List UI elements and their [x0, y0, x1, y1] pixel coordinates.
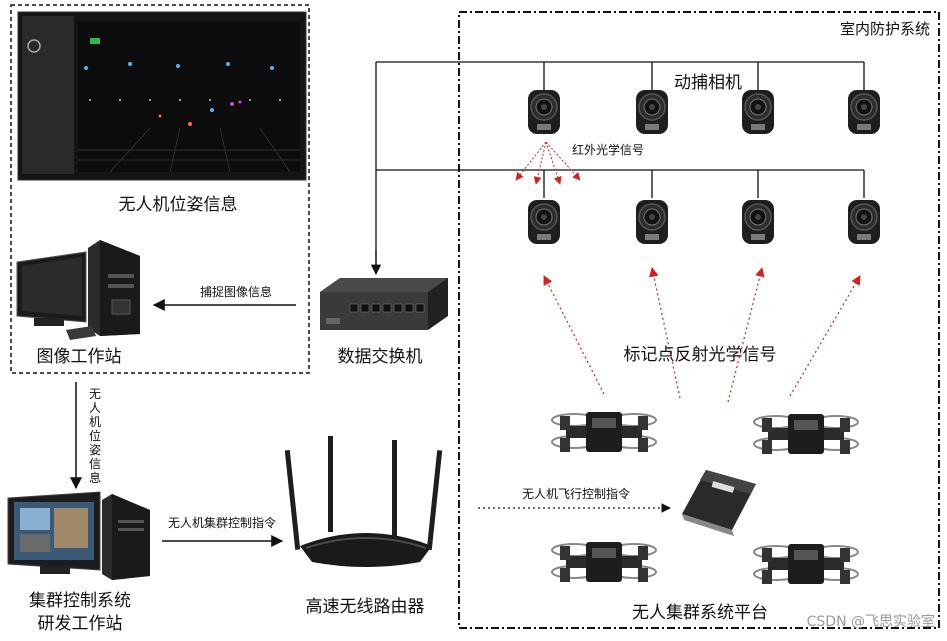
- svg-text:姿: 姿: [89, 443, 101, 457]
- mocap-camera-bottom-3: [741, 199, 775, 245]
- svg-text:信: 信: [89, 457, 101, 471]
- capture-image-info-label: 捕捉图像信息: [200, 284, 272, 299]
- watermark: CSDN @飞思实验室: [807, 613, 935, 630]
- image-workstation-icon: [16, 240, 140, 340]
- pose-monitor: [17, 11, 307, 181]
- marker-reflect-signal-label: 标记点反射光学信号: [624, 345, 777, 365]
- swarm-workstation-label-line1: 集群控制系统: [29, 591, 131, 611]
- data-switch-icon: [320, 278, 448, 330]
- workstation-frame: [10, 4, 310, 374]
- swarm-workstation-label-line2: 研发工作站: [38, 614, 123, 634]
- mocap-camera-label: 动捕相机: [674, 73, 742, 93]
- mocap-camera-top-1: [527, 89, 561, 135]
- flight-control-cmd-label: 无人机飞行控制指令: [522, 486, 630, 501]
- drone-2: [753, 413, 859, 455]
- wireless-router-icon: [284, 436, 443, 567]
- svg-text:无: 无: [89, 387, 101, 401]
- wireless-router-label: 高速无线路由器: [306, 597, 425, 617]
- drone-4: [753, 543, 859, 585]
- drone-pose-vertical-label: 无 人 机 位 姿 信 息: [89, 387, 101, 485]
- infrared-signal-label: 红外光学信号: [572, 142, 644, 157]
- svg-text:人: 人: [89, 401, 101, 415]
- infrared-rays: [515, 141, 581, 185]
- svg-text:位: 位: [89, 428, 101, 443]
- drone-1: [551, 411, 657, 453]
- swarm-control-cmd-label: 无人机集群控制指令: [168, 515, 276, 530]
- mocap-camera-bottom-2: [635, 199, 669, 245]
- mocap-camera-top-3: [741, 89, 775, 135]
- swarm-platform-label: 无人集群系统平台: [632, 603, 768, 623]
- svg-text:息: 息: [89, 470, 101, 485]
- indoor-system-label: 室内防护系统: [840, 20, 930, 38]
- image-workstation-label: 图像工作站: [37, 347, 122, 367]
- flight-controller-icon: [682, 470, 756, 536]
- indoor-system-frame: [458, 11, 940, 629]
- drone-3: [551, 541, 657, 583]
- drone-pose-info-label: 无人机位姿信息: [119, 195, 238, 215]
- marker-reflect-rays: [543, 267, 861, 403]
- mocap-camera-top-4: [847, 89, 881, 135]
- mocap-camera-bottom-1: [527, 199, 561, 245]
- mocap-camera-bottom-4: [847, 199, 881, 245]
- camera-wiring: [375, 61, 865, 270]
- swarm-workstation-icon: [7, 491, 150, 580]
- mocap-camera-top-2: [635, 89, 669, 135]
- data-switch-label: 数据交换机: [338, 347, 423, 367]
- svg-text:机: 机: [89, 415, 101, 429]
